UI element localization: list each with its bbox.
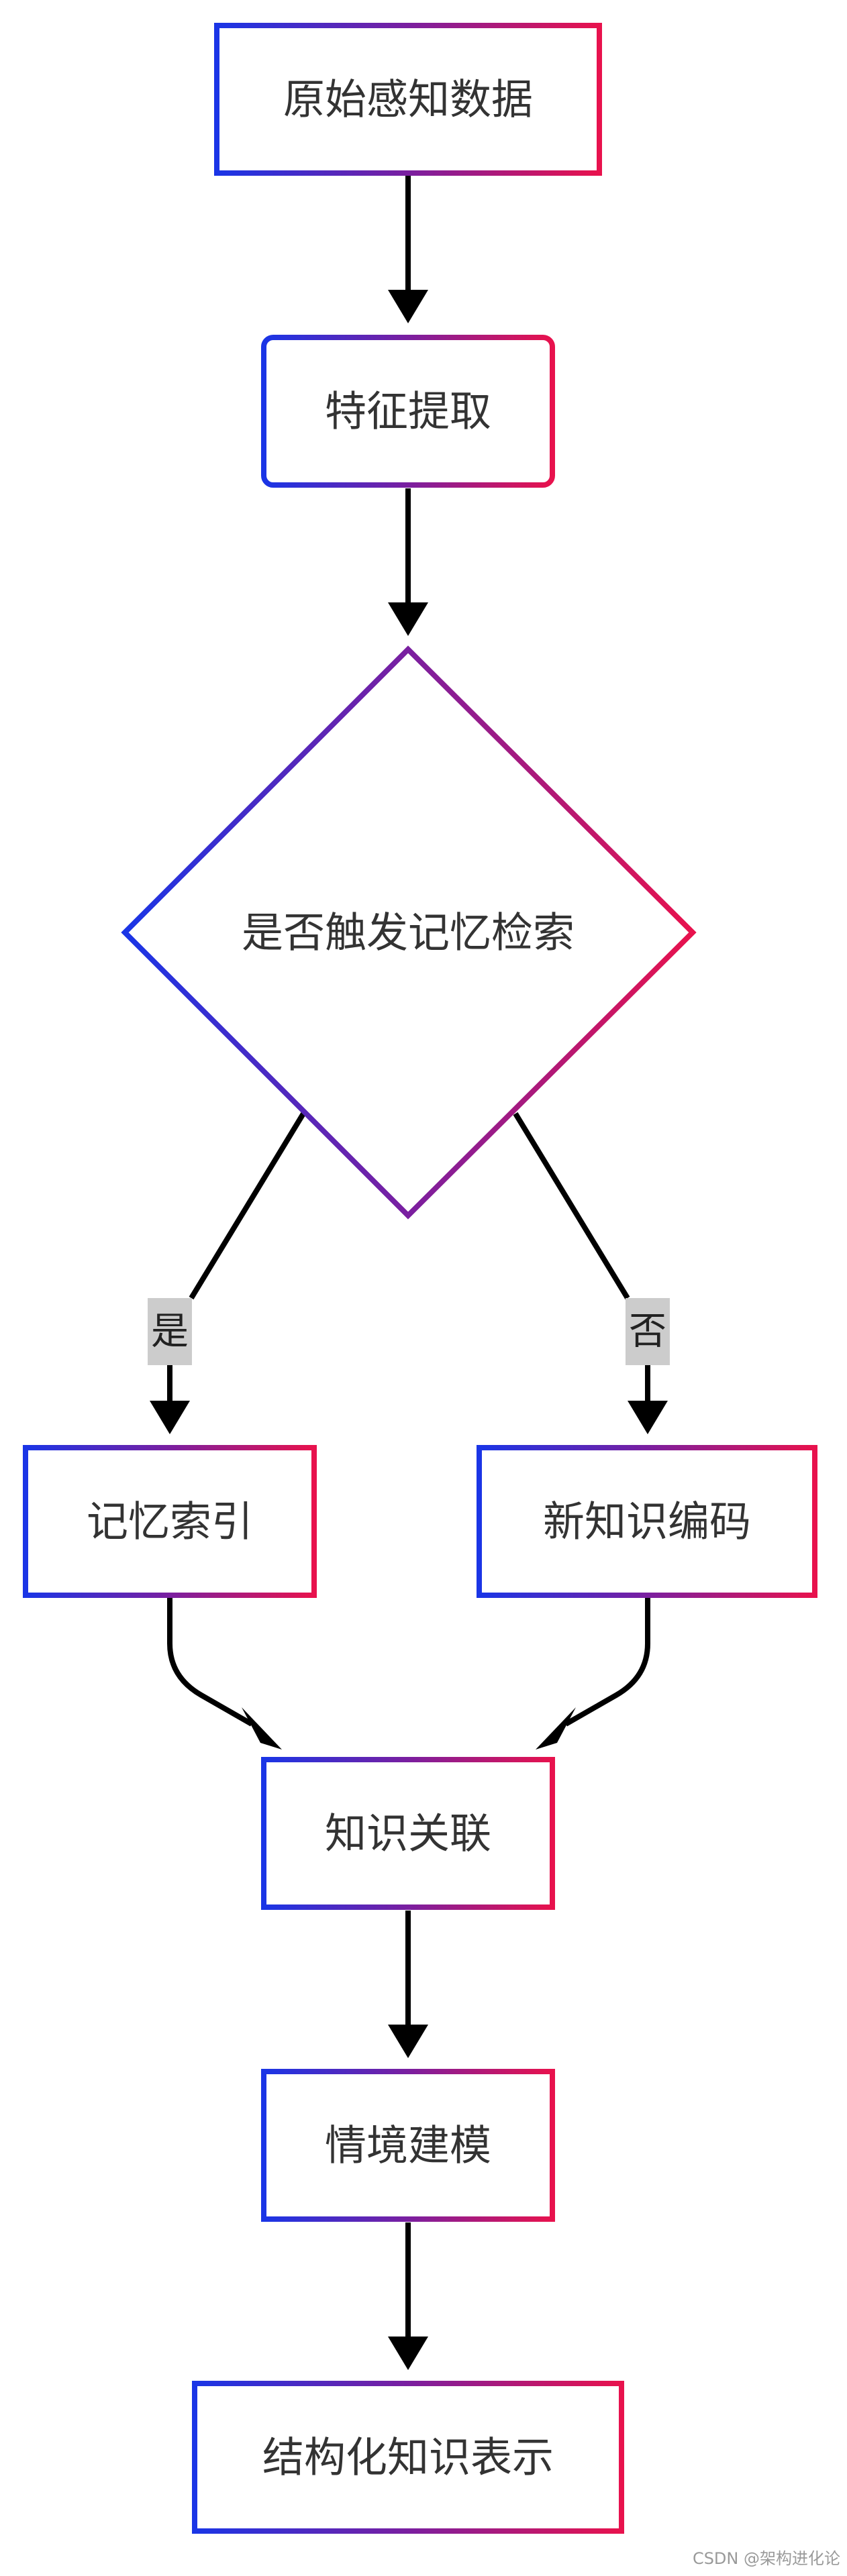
edge-new-encoding-to-association bbox=[564, 1598, 650, 1727]
node-raw-data-label: 原始感知数据 bbox=[283, 75, 533, 124]
arrowhead bbox=[388, 2025, 428, 2058]
node-feature-extraction: 特征提取 bbox=[261, 335, 555, 488]
watermark: CSDN @架构进化论 bbox=[693, 2549, 840, 2568]
node-feature-extraction-label: 特征提取 bbox=[325, 387, 491, 436]
edge-label-no-text: 否 bbox=[629, 1310, 666, 1354]
arrowhead bbox=[628, 1401, 668, 1434]
node-decision: 是否触发记忆检索 bbox=[121, 645, 697, 1220]
edge-memory-index-to-association bbox=[167, 1598, 253, 1727]
node-structured-representation-label: 结构化知识表示 bbox=[262, 2433, 554, 2482]
node-raw-data: 原始感知数据 bbox=[214, 23, 602, 176]
edge-label-yes-text: 是 bbox=[151, 1310, 189, 1354]
node-new-knowledge-encoding-label: 新知识编码 bbox=[543, 1497, 751, 1546]
node-context-modeling-label: 情境建模 bbox=[325, 2121, 491, 2170]
node-structured-representation: 结构化知识表示 bbox=[192, 2381, 624, 2534]
node-context-modeling: 情境建模 bbox=[261, 2069, 555, 2222]
edge-label-no: 否 bbox=[626, 1298, 670, 1365]
edge-label-yes: 是 bbox=[148, 1298, 192, 1365]
node-knowledge-association: 知识关联 bbox=[261, 1757, 555, 1910]
arrowhead bbox=[150, 1401, 190, 1434]
node-memory-index: 记忆索引 bbox=[23, 1445, 317, 1598]
node-knowledge-association-label: 知识关联 bbox=[325, 1809, 491, 1858]
arrowhead bbox=[388, 2337, 428, 2370]
arrowhead bbox=[388, 602, 428, 636]
node-memory-index-label: 记忆索引 bbox=[87, 1497, 253, 1546]
edge-decision-to-new-encoding bbox=[513, 1112, 630, 1300]
node-new-knowledge-encoding: 新知识编码 bbox=[477, 1445, 817, 1598]
edge-decision-to-memory-index bbox=[189, 1112, 306, 1300]
arrowhead bbox=[242, 1707, 282, 1750]
node-decision-label: 是否触发记忆检索 bbox=[242, 908, 575, 957]
edges bbox=[150, 176, 668, 2370]
arrowhead bbox=[388, 290, 428, 323]
arrowhead bbox=[536, 1707, 576, 1750]
